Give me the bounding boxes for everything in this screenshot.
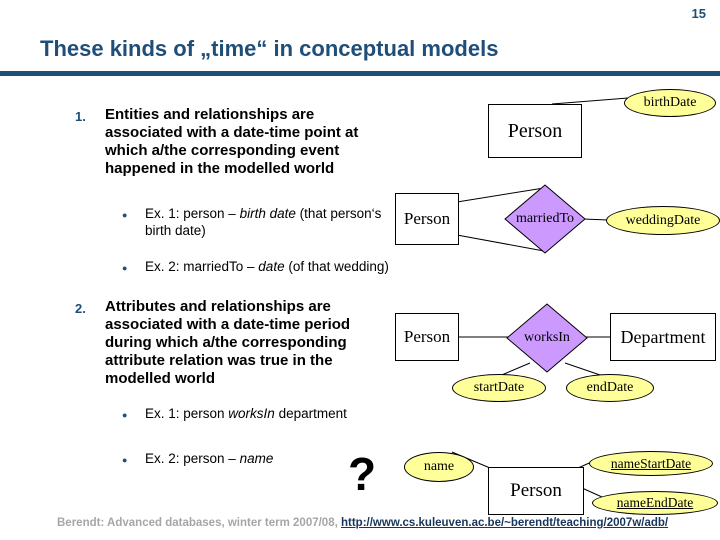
title-divider xyxy=(0,71,720,76)
footer: Berendt: Advanced databases, winter term… xyxy=(57,517,717,529)
attribute-birthdate: birthDate xyxy=(624,89,716,117)
bullet-text-italic: birth date xyxy=(239,206,296,221)
bullet-text-run: Ex. 2: marriedTo – xyxy=(145,259,259,274)
attribute-namestartdate: nameStartDate xyxy=(589,451,713,476)
attribute-enddate: endDate xyxy=(566,374,654,402)
relationship-label-marriedTo: marriedTo xyxy=(515,211,575,226)
entity-person-birth: Person xyxy=(488,104,582,158)
entity-person-works: Person xyxy=(395,313,459,361)
bullet-icon: ● xyxy=(122,410,128,420)
entity-department: Department xyxy=(610,313,716,361)
bullet-text-run: (that person‘s birth date) xyxy=(145,206,382,238)
bullet-icon: ● xyxy=(122,455,128,465)
relationship-label-worksIn: worksIn xyxy=(524,330,570,345)
bullet-text-run: Ex. 1: person xyxy=(145,406,229,421)
list-item-number: 1. xyxy=(75,109,86,124)
bullet-icon: ● xyxy=(122,263,128,273)
bullet-text: Ex. 2: marriedTo – date (of that wedding… xyxy=(145,258,393,275)
bullet-text: Ex. 2: person – name xyxy=(145,450,393,467)
attribute-weddingdate: weddingDate xyxy=(606,206,720,235)
list-item-text: Entities and relationships are associate… xyxy=(105,106,359,177)
bullet-text-italic: name xyxy=(239,451,274,466)
bullet-text: Ex. 1: person – birth date (that person‘… xyxy=(145,205,393,239)
attribute-startdate: startDate xyxy=(452,374,546,402)
entity-person-married: Person xyxy=(395,193,459,245)
bullet-text-italic: worksIn xyxy=(228,406,275,421)
relationship-diamond-worksIn xyxy=(506,303,588,373)
list-item-number: 2. xyxy=(75,301,86,316)
page-title: These kinds of „time“ in conceptual mode… xyxy=(40,36,499,61)
attribute-name: name xyxy=(404,452,474,482)
footer-link[interactable]: http://www.cs.kuleuven.ac.be/~berendt/te… xyxy=(341,517,669,529)
page-number: 15 xyxy=(691,6,706,21)
bullet-icon: ● xyxy=(122,210,128,220)
footer-credit: Berendt: Advanced databases, winter term… xyxy=(57,517,341,529)
bullet-text-italic: date xyxy=(258,259,285,274)
bullet-text-run: department xyxy=(274,406,347,421)
bullet-text-run: Ex. 2: person – xyxy=(145,451,240,466)
bullet-text-run: (of that wedding) xyxy=(284,259,389,274)
question-mark: ? xyxy=(348,448,377,500)
list-item-text: Attributes and relationships are associa… xyxy=(105,298,351,387)
bullet-text: Ex. 1: person worksIn department xyxy=(145,405,393,422)
attribute-nameenddate: nameEndDate xyxy=(592,491,718,515)
relationship-diamond-marriedTo xyxy=(504,184,586,254)
bullet-text-run: Ex. 1: person – xyxy=(145,206,240,221)
entity-person-name: Person xyxy=(488,467,584,515)
